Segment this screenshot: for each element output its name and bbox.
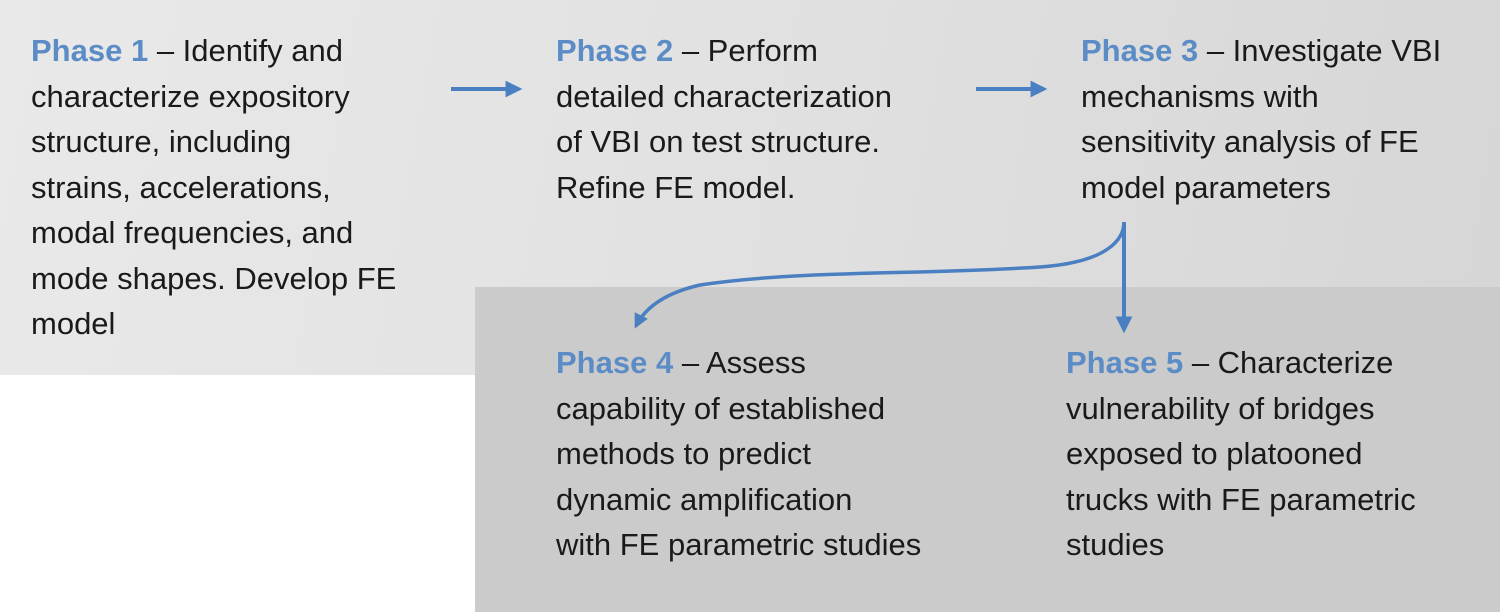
phase-4-block: Phase 4 – Assess capability of establish… bbox=[556, 340, 986, 568]
phase-1-separator: – bbox=[148, 33, 183, 68]
phase-2-block: Phase 2 – Perform detailed characterizat… bbox=[556, 28, 956, 210]
phase-4-separator: – bbox=[673, 345, 706, 380]
phase-5-description: Characterize vulnerability of bridges ex… bbox=[1066, 345, 1416, 562]
phase-5-separator: – bbox=[1183, 345, 1218, 380]
phase-3-separator: – bbox=[1198, 33, 1233, 68]
phase-3-block: Phase 3 – Investigate VBI mechanisms wit… bbox=[1081, 28, 1496, 210]
phase-2-separator: – bbox=[673, 33, 708, 68]
phase-3-description: Investigate VBI mechanisms with sensitiv… bbox=[1081, 33, 1442, 205]
phase-3-label: Phase 3 bbox=[1081, 33, 1199, 68]
phase-2-label: Phase 2 bbox=[556, 33, 674, 68]
phase-5-label: Phase 5 bbox=[1066, 345, 1184, 380]
phase-2-description: Perform detailed characterization of VBI… bbox=[556, 33, 893, 205]
bottom-background-panel bbox=[475, 287, 1500, 612]
phase-5-block: Phase 5 – Characterize vulnerability of … bbox=[1066, 340, 1486, 568]
phase-1-block: Phase 1 – Identify and characterize expo… bbox=[31, 28, 451, 347]
phase-4-description: Assess capability of established methods… bbox=[556, 345, 922, 562]
phase-1-description: Identify and characterize expository str… bbox=[31, 33, 397, 341]
phase-1-label: Phase 1 bbox=[31, 33, 149, 68]
phase-4-label: Phase 4 bbox=[556, 345, 674, 380]
